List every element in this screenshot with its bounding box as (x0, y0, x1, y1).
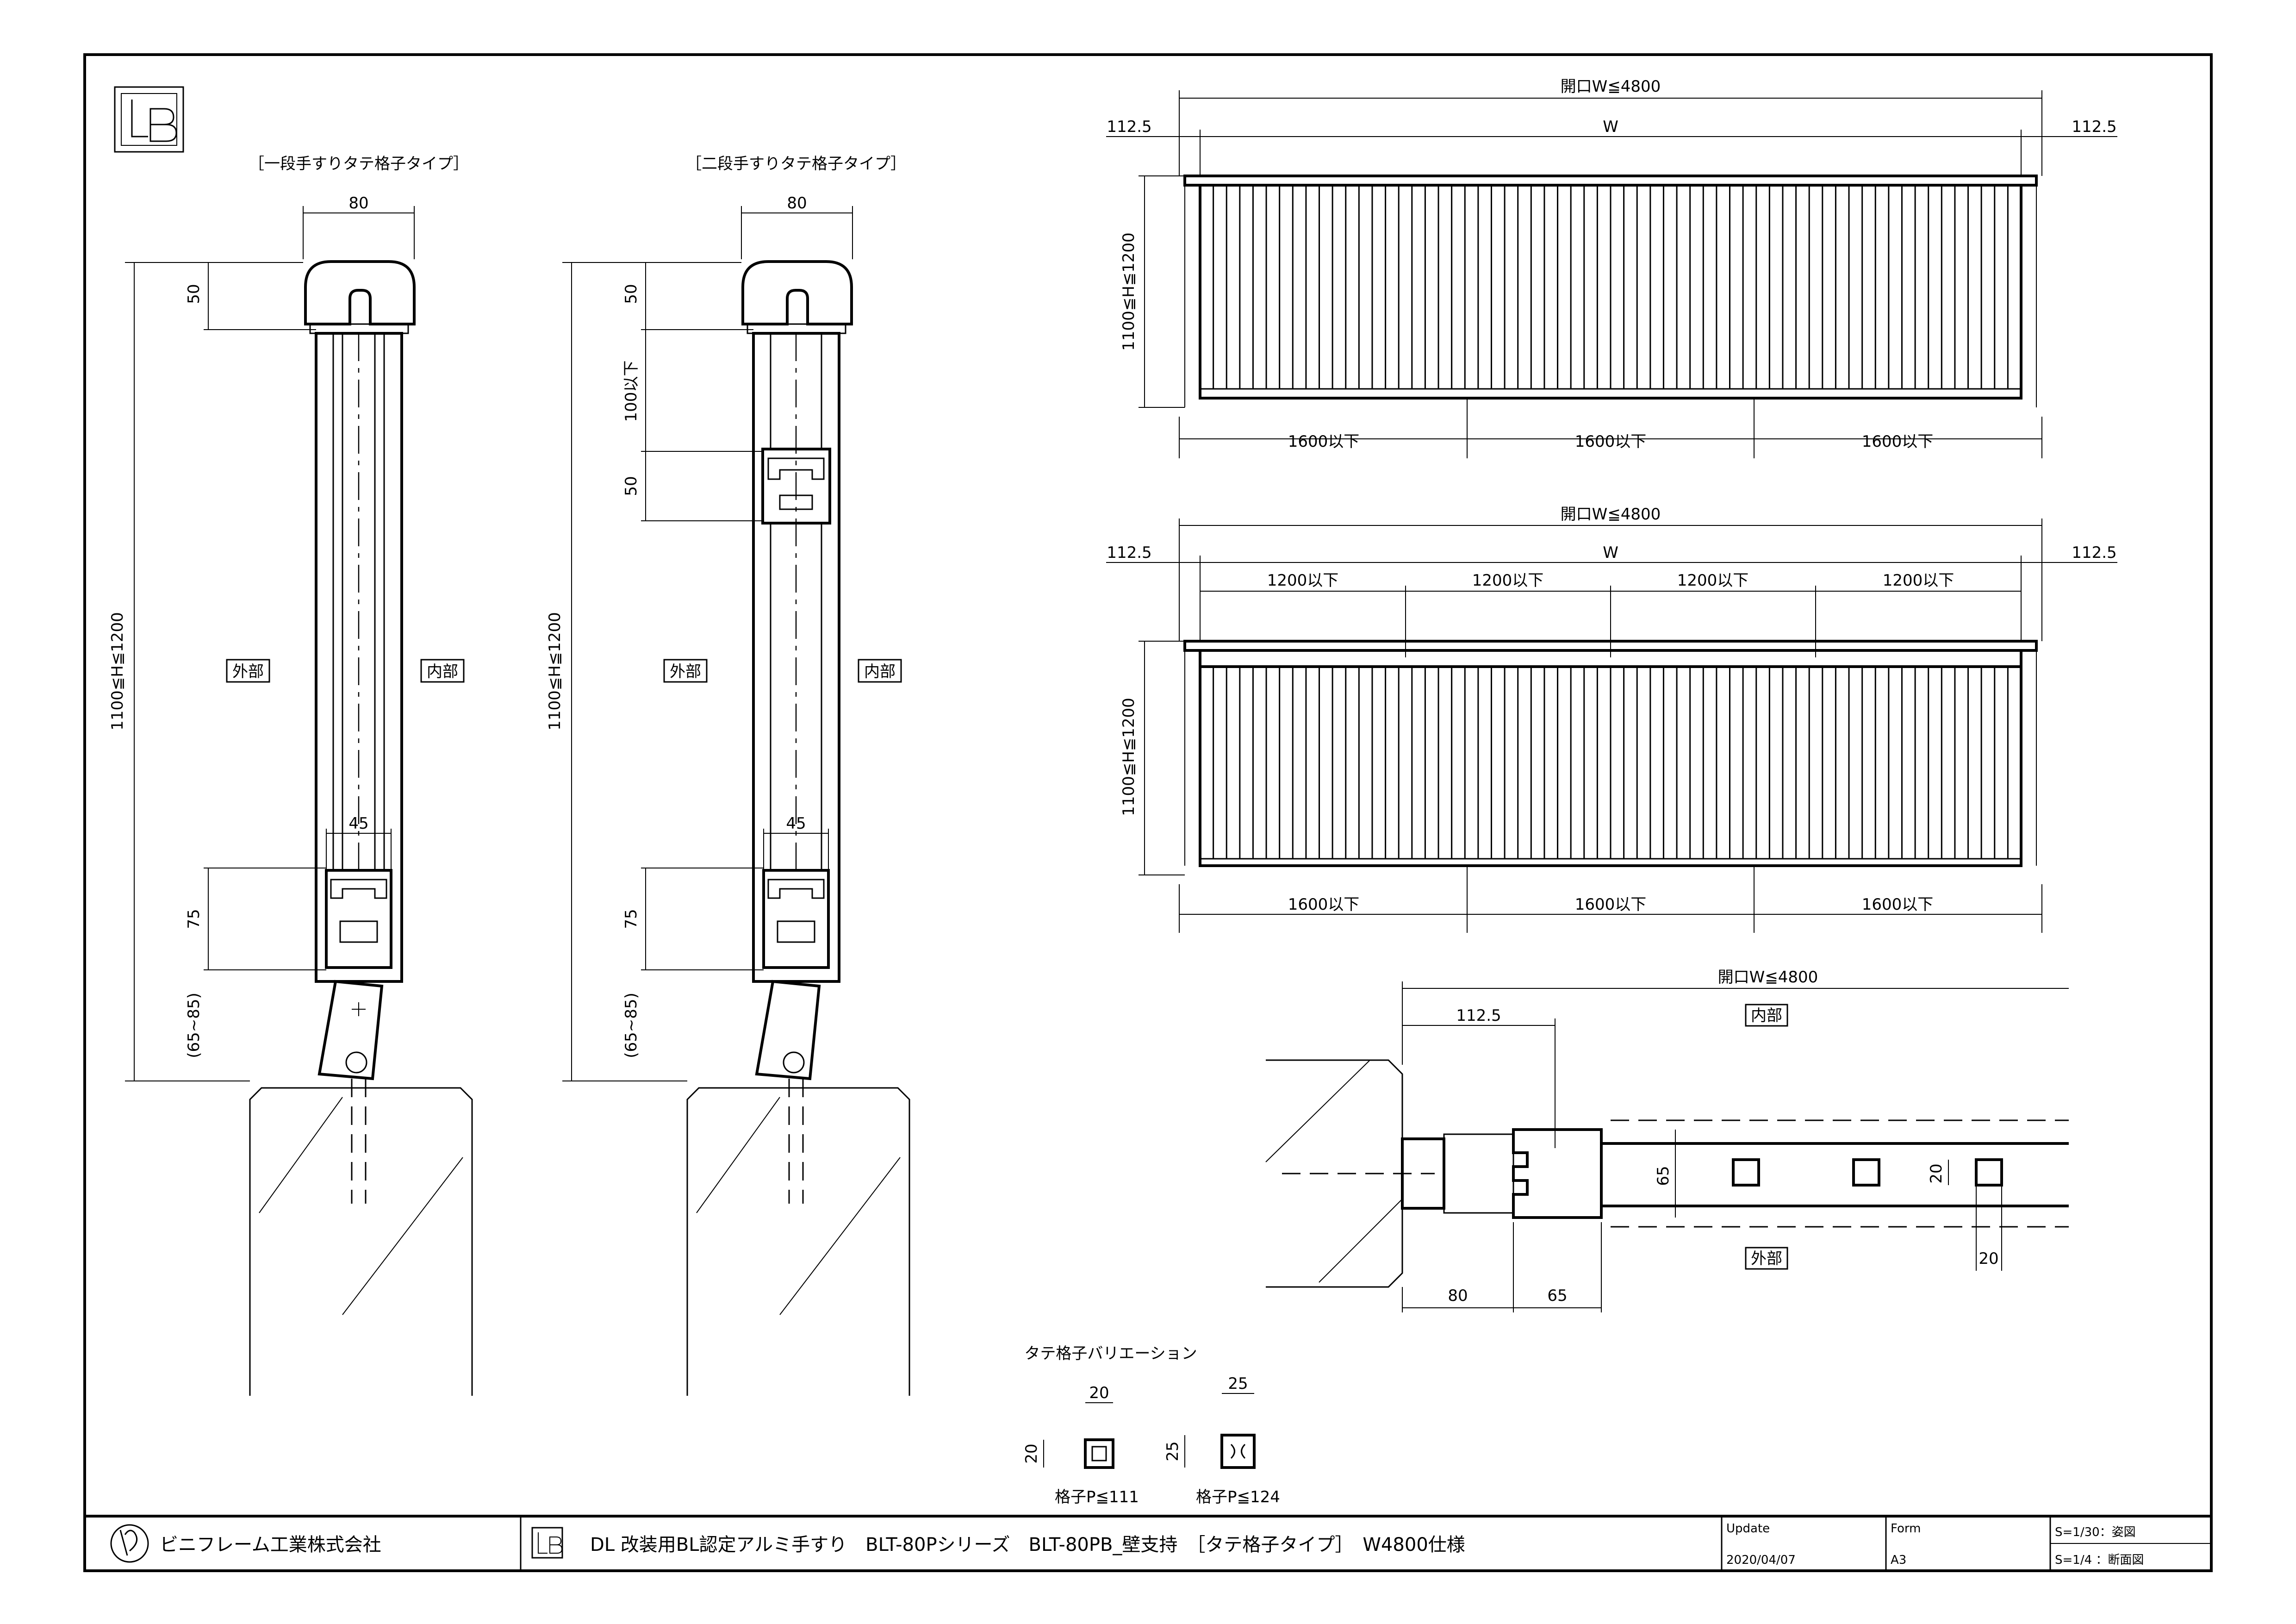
baluster-variation: タテ格子バリエーション 20 20 格子P≦111 25 25 格子P≦124 (1022, 1344, 1280, 1506)
title-block: ビニフレーム工業株式会社 DL 改装用BL認定アルミ手すり BLT-80Pシリー… (85, 1515, 2211, 1571)
dim-height-range-e1: 1100≦H≦1200 (1120, 232, 1138, 351)
dim-span-e2-a: 1600以下 (1288, 895, 1360, 914)
dim-span-e2-top-a: 1200以下 (1267, 571, 1339, 590)
company-logo (110, 1524, 149, 1563)
dim-height-75-b: 75 (622, 909, 641, 929)
scale-elevation: S=1/30：姿図 (2055, 1525, 2136, 1539)
dim-width-45-b: 45 (786, 814, 806, 833)
dim-span-e1-b: 1600以下 (1575, 432, 1647, 451)
company-name: ビニフレーム工業株式会社 (160, 1534, 381, 1555)
elevation-double-rail: 開口W≦4800 W 112.5 112.5 1200以下 1200以下 120… (1106, 505, 2117, 933)
dim-opening-1: 開口W≦4800 (1561, 77, 1661, 96)
dim-height-base-b: (65~85) (622, 993, 641, 1058)
dim-width-45: 45 (348, 814, 368, 833)
form-value: A3 (1891, 1553, 1906, 1567)
label-outside-plan: 外部 (1751, 1249, 1782, 1268)
dim-20-plan-v: 20 (1927, 1163, 1946, 1183)
dim-span-e1-c: 1600以下 (1862, 432, 1934, 451)
label-inside-plan: 内部 (1751, 1006, 1782, 1025)
dim-edge-right-2: 112.5 (2072, 543, 2116, 562)
dim-height-range: 1100≦H≦1200 (108, 612, 127, 731)
label-outside-double: 外部 (670, 662, 701, 681)
dim-height-75: 75 (185, 909, 203, 929)
dim-edge-left-1: 112.5 (1107, 118, 1151, 136)
dim-65-plan: 65 (1654, 1166, 1673, 1186)
title-single-rail: ［一段手すりタテ格子タイプ］ (249, 155, 469, 173)
baluster-group-2 (1213, 667, 2009, 859)
label-inside-single: 内部 (427, 662, 458, 681)
label-outside-single: 外部 (232, 662, 264, 681)
scale-section: S=1/4 ：断面図 (2055, 1553, 2144, 1567)
dim-var-20-w: 20 (1089, 1384, 1109, 1402)
section-single-rail: ［一段手すりタテ格子タイプ］ 80 45 (108, 155, 473, 1396)
dim-height-50-mid: 50 (622, 476, 641, 496)
dim-20-plan-h: 20 (1979, 1249, 1998, 1268)
dim-height-50-b: 50 (622, 284, 641, 304)
dim-edge-plan: 112.5 (1456, 1006, 1501, 1025)
dim-width-80-b: 80 (787, 194, 807, 212)
product-title: DL 改装用BL認定アルミ手すり BLT-80Pシリーズ BLT-80PB_壁支… (590, 1534, 1465, 1555)
elevation-single-rail: 開口W≦4800 W 112.5 112.5 1100≦H≦1200 1600以… (1106, 77, 2117, 458)
dim-span-e2-b: 1600以下 (1575, 895, 1647, 914)
pitch-b: 格子P≦124 (1196, 1488, 1280, 1506)
dim-opening-3: 開口W≦4800 (1718, 968, 1818, 987)
dim-edge-right-1: 112.5 (2072, 118, 2116, 136)
dim-width-80: 80 (348, 194, 368, 212)
dim-w-1: W (1603, 118, 1618, 136)
title-variation: タテ格子バリエーション (1024, 1344, 1197, 1363)
label-inside-double: 内部 (864, 662, 896, 681)
update-label: Update (1726, 1522, 1770, 1536)
dim-edge-left-2: 112.5 (1107, 543, 1151, 562)
lb-logo-small (531, 1527, 563, 1559)
dim-height-base: (65~85) (185, 993, 203, 1058)
plan-section: 開口W≦4800 112.5 内部 65 20 20 外部 80 (1265, 968, 2069, 1312)
dim-height-50: 50 (185, 284, 203, 304)
dim-span-e2-top-b: 1200以下 (1472, 571, 1544, 590)
pitch-a: 格子P≦111 (1055, 1488, 1139, 1506)
dim-opening-2: 開口W≦4800 (1561, 505, 1661, 524)
dim-span-e2-c: 1600以下 (1862, 895, 1934, 914)
lb-logo (114, 86, 184, 153)
dim-var-20-h: 20 (1022, 1443, 1041, 1463)
sheet-border (83, 53, 2213, 1572)
dim-65-plan-b: 65 (1547, 1287, 1567, 1305)
dim-height-range-b: 1100≦H≦1200 (546, 612, 564, 731)
form-label: Form (1891, 1522, 1921, 1536)
dim-80-plan: 80 (1448, 1287, 1468, 1305)
dim-span-e2-top-d: 1200以下 (1883, 571, 1954, 590)
dim-span-e1-a: 1600以下 (1288, 432, 1360, 451)
dim-height-100: 100以下 (622, 361, 641, 422)
update-value: 2020/04/07 (1726, 1553, 1796, 1567)
section-double-rail: ［二段手すりタテ格子タイプ］ 80 45 11 (546, 155, 910, 1396)
dim-var-25-h: 25 (1164, 1441, 1182, 1461)
title-double-rail: ［二段手すりタテ格子タイプ］ (686, 155, 906, 173)
baluster-group-1 (1213, 185, 2009, 389)
dim-var-25-w: 25 (1228, 1374, 1248, 1393)
dim-w-2: W (1603, 543, 1618, 562)
dim-span-e2-top-c: 1200以下 (1677, 571, 1749, 590)
dim-height-range-e2: 1100≦H≦1200 (1120, 698, 1138, 816)
